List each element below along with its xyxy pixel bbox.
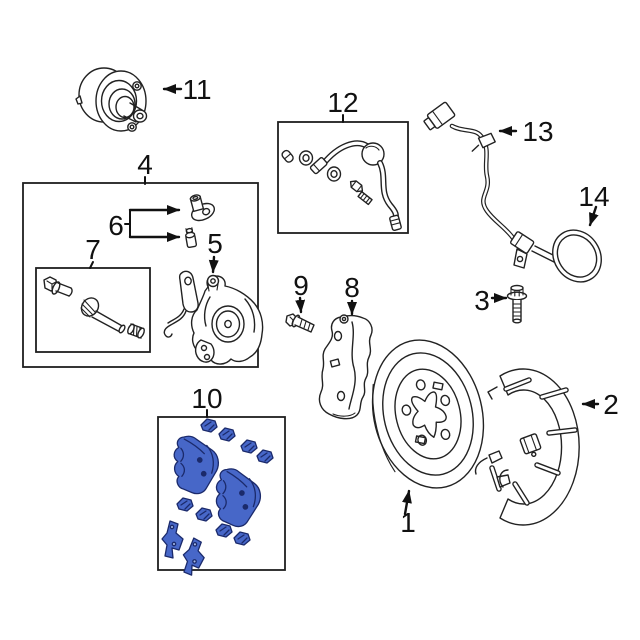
callout-13-label: 13 [522,116,553,147]
callout-7-label: 7 [85,234,101,265]
pad-clip [218,427,236,442]
pad-clip [200,418,218,433]
callout-1-leader [402,489,412,516]
mounting-bracket-drawing [318,314,373,420]
pad-clip [256,449,274,464]
callout-14-label: 14 [578,181,609,212]
callout-9-label: 9 [293,270,309,301]
callout-10-label: 10 [191,383,222,414]
kit-box-10 [157,416,286,571]
bolt-3-drawing [506,284,528,324]
bolt-9-drawing [285,313,315,333]
pad-clip [176,497,194,512]
hub-joint-drawing [75,67,148,132]
guide-pin-kit-drawing [43,276,145,339]
callout-11-label: 11 [182,74,211,105]
kit-box-4 [22,182,259,368]
callout-14-leader [588,205,599,227]
callout-5-leader [208,255,219,274]
pad-clip [215,523,233,538]
pad-clip [233,531,251,546]
brake-hose-kit-drawing [281,140,402,232]
callout-12-label: 12 [327,87,358,118]
kit-box-12 [277,121,409,234]
brake-rotor-drawing [371,339,485,489]
callout-6-label: 6 [108,210,124,241]
callout-2-label: 2 [603,389,619,420]
wear-indicator [161,520,184,559]
callout-9-leader [295,296,306,314]
o-ring-drawing [552,229,602,283]
kit-box-7 [35,267,151,353]
fitting-and-bleeder-drawing [184,194,216,249]
callout-4-label: 4 [137,149,153,180]
brake-pad-outer [214,467,263,528]
pad-clip [195,507,213,522]
pad-clip [240,439,258,454]
callout-7-leader [89,261,94,269]
callout-1-label: 1 [400,507,416,538]
splash-shield-drawing [474,368,580,526]
callout-6-leader [124,205,181,242]
callout-3-label: 3 [474,285,490,316]
brake-caliper-drawing [163,270,264,365]
callout-5-label: 5 [207,228,223,259]
brake-pad-inner [171,433,222,496]
callout-8-label: 8 [344,272,360,303]
brake-pad-kit-drawing [161,418,274,578]
